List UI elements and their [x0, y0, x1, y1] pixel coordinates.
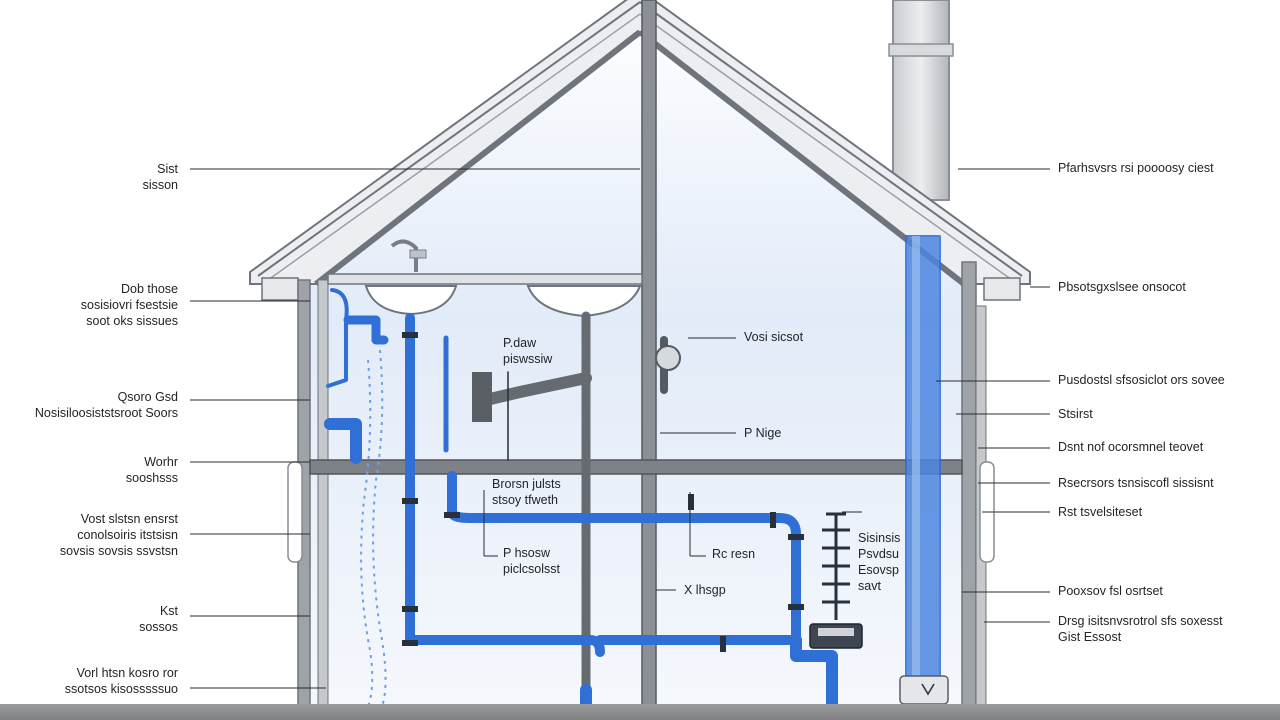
label-right-3: Pusdostsl sfsosiclot ors sovee — [1058, 373, 1225, 387]
label-inner-2: Vosi sicsot — [744, 330, 804, 344]
label-right-7: Rst tsvelsiteset — [1058, 505, 1143, 519]
chimney-icon — [888, 0, 954, 201]
label-right-8: Pooxsov fsl osrtset — [1058, 584, 1163, 598]
sink-icon — [364, 285, 642, 318]
label-inner-7: X lhsgp — [684, 583, 726, 597]
upper-floor — [309, 273, 963, 475]
label-inner-6: Rc resn — [712, 547, 756, 561]
flow-lines — [360, 349, 387, 713]
central-post — [641, 0, 657, 720]
label-right-1: Pfarhsvsrs rsi poooosy ciest — [1058, 161, 1214, 175]
drain-pipes — [472, 311, 681, 705]
faucet-icon — [390, 239, 427, 272]
leader-lines — [190, 168, 1050, 689]
label-inner-3: P Nige — [744, 426, 782, 440]
label-right-6: Rsecrsors tsnsiscofl sissisnt — [1058, 476, 1214, 490]
pump-icon — [809, 512, 863, 649]
valve-icon — [899, 675, 949, 705]
label-right-4: Stsirst — [1058, 407, 1093, 421]
house-interior — [300, 0, 975, 706]
label-right-2: Pbsotsgxslsee onsocot — [1058, 280, 1186, 294]
pipe-fittings — [402, 332, 804, 652]
label-right-5: Dsnt nof ocorsmnel teovet — [1058, 440, 1204, 454]
ground — [0, 704, 1280, 720]
